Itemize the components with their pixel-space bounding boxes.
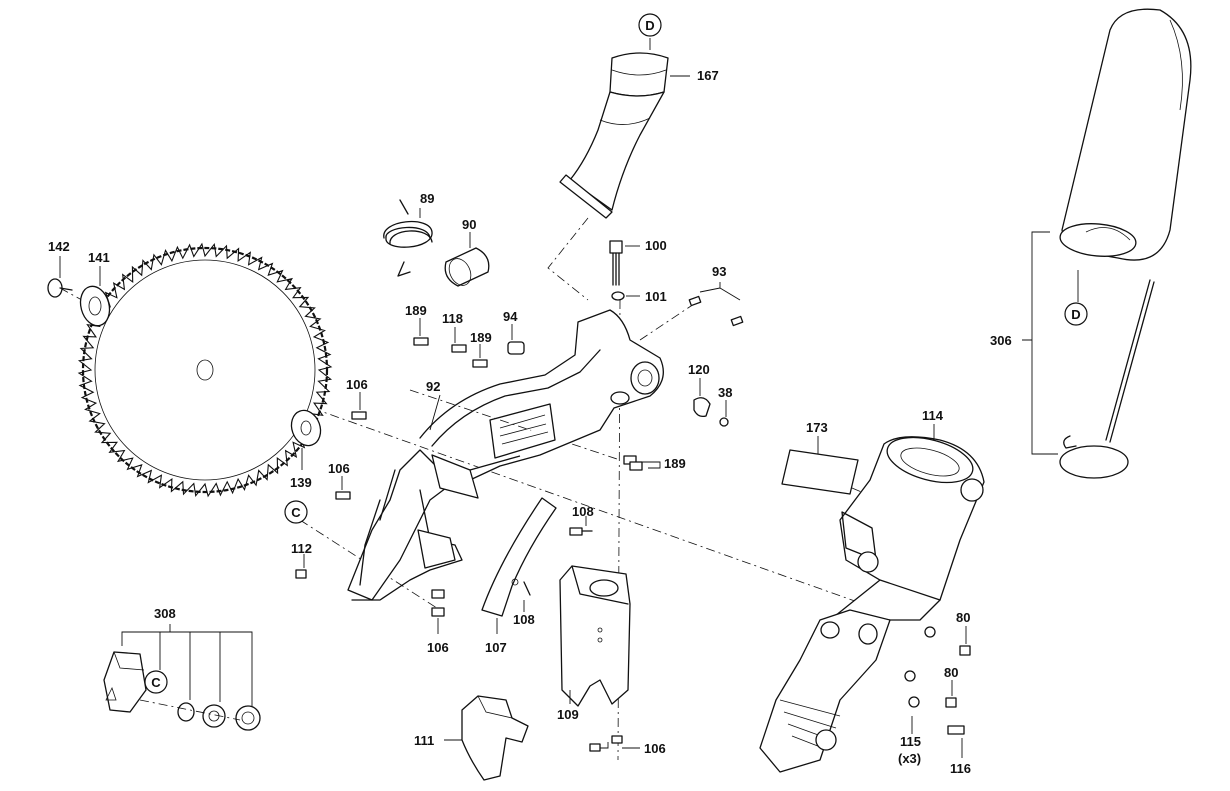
label-106-a: 106: [346, 377, 368, 392]
label-106-b: 106: [328, 461, 350, 476]
label-108-a: 108: [572, 504, 594, 519]
housing-109: [559, 565, 631, 707]
label-306: 306: [990, 333, 1012, 348]
label-115-qty: (x3): [898, 751, 921, 766]
washer-101: [611, 291, 640, 301]
saw-blade: [77, 242, 333, 498]
bushing-94: [507, 324, 525, 355]
clip-120: [693, 378, 711, 418]
dust-spout-167: [559, 38, 690, 219]
callout-d-top: D: [638, 13, 662, 37]
label-plate-173: [781, 436, 881, 501]
svg-text:D: D: [645, 18, 654, 33]
bolt-100: [609, 240, 640, 286]
label-107: 107: [485, 640, 507, 655]
label-93: 93: [712, 264, 726, 279]
screw-38: [719, 400, 729, 427]
label-106-d: 106: [644, 741, 666, 756]
label-89: 89: [420, 191, 434, 206]
callout-c-bottom: C: [144, 670, 168, 694]
motor-housing-114: [759, 424, 985, 773]
arm-housing-92: [347, 309, 664, 601]
label-139: 139: [290, 475, 312, 490]
screw-108-a: [569, 516, 593, 536]
svg-text:C: C: [151, 675, 161, 690]
label-141: 141: [88, 250, 110, 265]
label-173: 173: [806, 420, 828, 435]
screw-106-b: [335, 476, 351, 500]
label-114: 114: [922, 408, 944, 423]
screw-118: [451, 327, 467, 353]
callout-d-right: D: [1064, 270, 1088, 326]
label-308: 308: [154, 606, 176, 621]
screws-106-c: [431, 589, 445, 634]
label-100: 100: [645, 238, 667, 253]
saw-blade-teeth: [77, 242, 333, 498]
handle-kit-308: [103, 624, 261, 731]
label-101: 101: [645, 289, 667, 304]
screw-189-b: [472, 344, 488, 368]
svg-text:D: D: [1071, 307, 1080, 322]
label-189-b: 189: [470, 330, 492, 345]
label-167: 167: [697, 68, 719, 83]
label-112: 112: [291, 541, 312, 556]
label-106-c: 106: [427, 640, 449, 655]
label-108-b: 108: [513, 612, 535, 627]
label-94: 94: [503, 309, 518, 324]
label-142: 142: [48, 239, 70, 254]
washers-80: [904, 626, 971, 758]
dust-bag-306: [1022, 8, 1192, 479]
flange-141: [79, 266, 111, 327]
label-92: 92: [426, 379, 440, 394]
spring-89: [383, 199, 433, 277]
label-189-c: 189: [664, 456, 686, 471]
callout-c-left: C: [284, 500, 308, 524]
label-116: 116: [950, 761, 971, 776]
screw-106-a: [351, 392, 367, 420]
screw-106-d: [589, 735, 640, 752]
label-189-a: 189: [405, 303, 427, 318]
screw-142: [47, 256, 73, 298]
label-120: 120: [688, 362, 710, 377]
screw-108-b: [523, 581, 531, 612]
label-90: 90: [462, 217, 476, 232]
label-80-b: 80: [944, 665, 958, 680]
label-118: 118: [442, 311, 463, 326]
label-111: 111: [414, 733, 434, 748]
screw-112: [295, 554, 307, 579]
label-109: 109: [557, 707, 579, 722]
pins-93: [688, 282, 744, 327]
label-115: 115: [900, 734, 921, 749]
sleeve-90: [444, 232, 490, 287]
guide-107: [481, 497, 557, 634]
screw-189-a: [413, 318, 429, 346]
washer-139: [290, 409, 322, 470]
svg-text:C: C: [291, 505, 301, 520]
bracket-111: [444, 695, 529, 781]
screws-189-c: [623, 455, 661, 471]
label-80-a: 80: [956, 610, 970, 625]
label-38: 38: [718, 385, 732, 400]
